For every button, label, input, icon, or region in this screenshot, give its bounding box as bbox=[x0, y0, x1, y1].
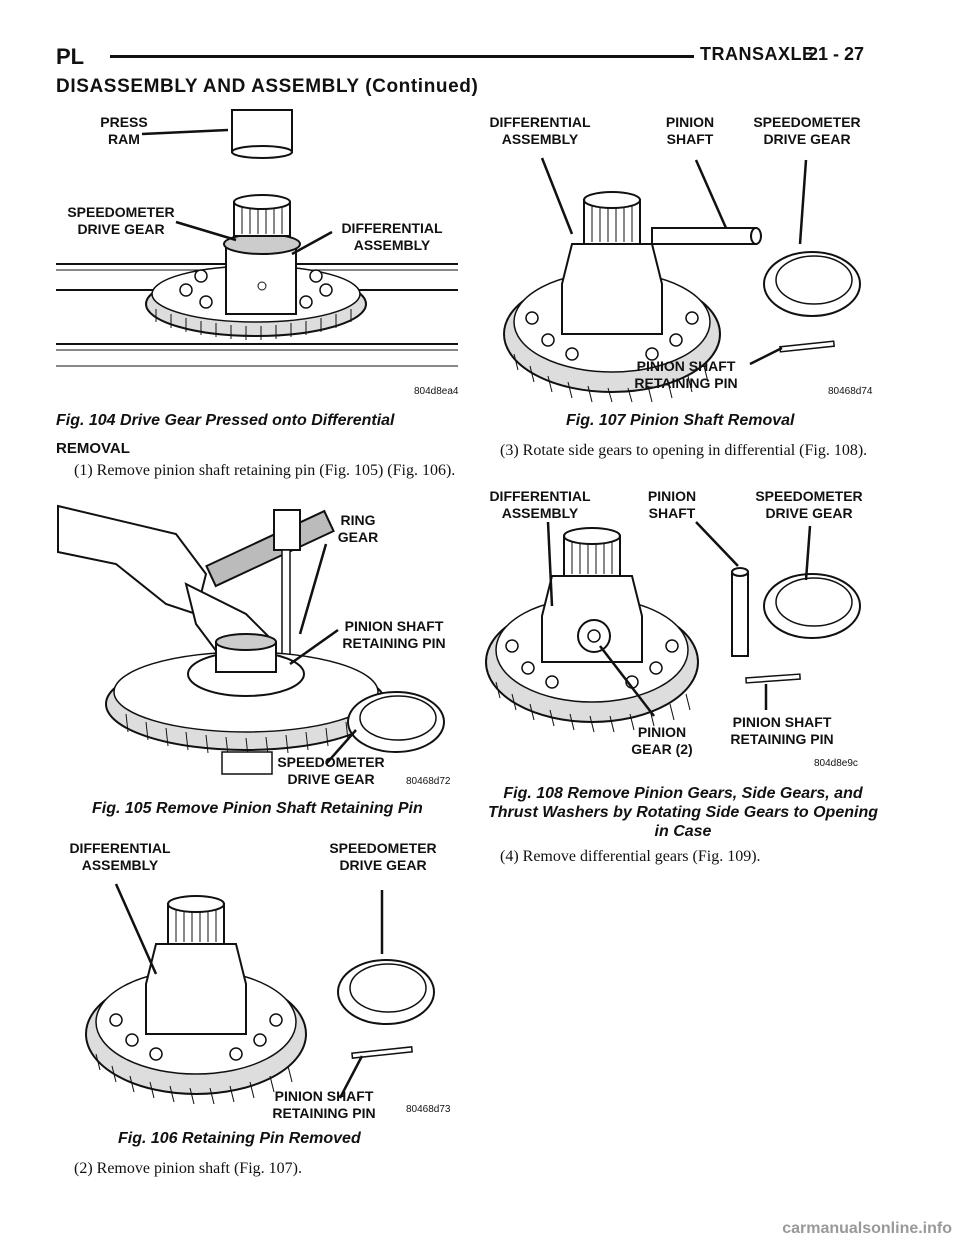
step-1: (1) Remove pinion shaft retaining pin (F… bbox=[74, 462, 456, 479]
header-rule bbox=[110, 55, 694, 58]
section-title: DISASSEMBLY AND ASSEMBLY (Continued) bbox=[56, 76, 479, 97]
fig105-caption: Fig. 105 Remove Pinion Shaft Retaining P… bbox=[92, 800, 423, 817]
fig106-caption: Fig. 106 Retaining Pin Removed bbox=[118, 1130, 361, 1147]
step-3: (3) Rotate side gears to opening in diff… bbox=[500, 442, 868, 459]
header-left: PL bbox=[56, 44, 85, 69]
footer-watermark: carmanualsonline.info bbox=[782, 1220, 952, 1237]
fig106-code: 80468d73 bbox=[406, 1104, 451, 1115]
fig107-code: 80468d74 bbox=[828, 386, 873, 397]
step-4: (4) Remove differential gears (Fig. 109)… bbox=[500, 848, 761, 865]
fig106-illustration bbox=[85, 883, 435, 1105]
fig105-code: 80468d72 bbox=[406, 776, 451, 787]
fig108-code: 804d8e9c bbox=[814, 758, 858, 769]
header-section: TRANSAXLE bbox=[700, 44, 815, 64]
fig108-caption: Fig. 108 Remove Pinion Gears, Side Gears… bbox=[488, 785, 878, 840]
fig104-caption: Fig. 104 Drive Gear Pressed onto Differe… bbox=[56, 412, 395, 429]
fig108-illustration bbox=[485, 521, 861, 733]
fig104-illustration bbox=[56, 109, 458, 367]
fig104-code: 804d8ea4 bbox=[414, 386, 459, 397]
header-page-number: 21 - 27 bbox=[808, 44, 865, 64]
step-2: (2) Remove pinion shaft (Fig. 107). bbox=[74, 1160, 302, 1177]
fig107-illustration bbox=[503, 157, 861, 403]
removal-heading: REMOVAL bbox=[56, 440, 130, 457]
fig107-caption: Fig. 107 Pinion Shaft Removal bbox=[566, 412, 795, 429]
fig105-illustration bbox=[57, 504, 445, 775]
